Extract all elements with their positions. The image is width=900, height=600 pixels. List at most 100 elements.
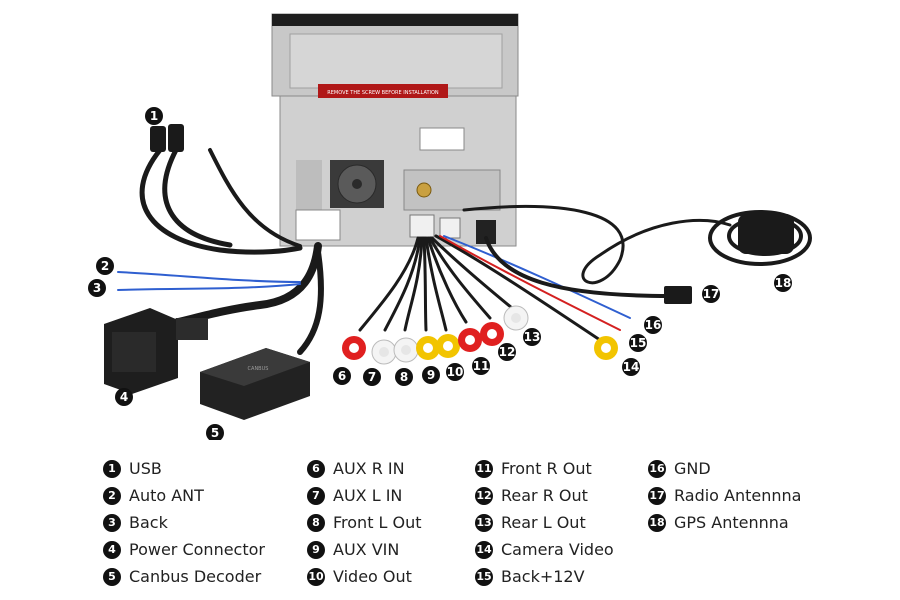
callout-12: 12 xyxy=(498,343,516,361)
legend-item: 1 USB xyxy=(103,455,265,482)
svg-text:4: 4 xyxy=(120,390,128,404)
callout-8: 8 xyxy=(395,368,413,386)
svg-text:14: 14 xyxy=(623,360,640,374)
legend-label: Camera Video xyxy=(501,540,614,559)
callout-2: 2 xyxy=(96,257,114,275)
svg-text:12: 12 xyxy=(499,345,516,359)
rca-plug-front-r-out xyxy=(458,328,482,352)
legend-label: GND xyxy=(674,459,711,478)
legend-number: 3 xyxy=(103,513,121,532)
svg-text:15: 15 xyxy=(630,336,647,350)
callout-13: 13 xyxy=(523,328,541,346)
legend-label: AUX L IN xyxy=(333,486,403,505)
svg-text:3: 3 xyxy=(93,281,101,295)
legend-item: 2 Auto ANT xyxy=(103,482,265,509)
legend-label: Front R Out xyxy=(501,459,592,478)
rca-plug-front-l-out xyxy=(393,337,419,363)
legend-number: 9 xyxy=(307,540,325,559)
wiring-diagram: REMOVE THE SCREW BEFORE INSTALLATION xyxy=(88,13,812,440)
rca-plug-rear-l-out xyxy=(503,305,529,331)
legend-item: 9 AUX VIN xyxy=(307,536,422,563)
legend-label: GPS Antennna xyxy=(674,513,789,532)
legend-number: 18 xyxy=(648,513,666,532)
rca-plug-aux-l-in xyxy=(371,339,397,365)
callout-10: 10 xyxy=(446,363,464,381)
legend-label: AUX R IN xyxy=(333,459,405,478)
svg-text:16: 16 xyxy=(645,318,662,332)
legend-label: Front L Out xyxy=(333,513,422,532)
legend-number: 13 xyxy=(475,513,493,532)
legend-label: Canbus Decoder xyxy=(129,567,262,586)
legend-item: 13 Rear L Out xyxy=(475,509,614,536)
rca-plug-rear-r-out xyxy=(480,322,504,346)
svg-text:9: 9 xyxy=(427,368,435,382)
legend-item: 3 Back xyxy=(103,509,265,536)
rca-plugs xyxy=(342,305,618,365)
legend-label: USB xyxy=(129,459,162,478)
callout-16: 16 xyxy=(644,316,662,334)
svg-text:10: 10 xyxy=(447,365,464,379)
legend-item: 6 AUX R IN xyxy=(307,455,422,482)
rca-plug-aux-r-in xyxy=(342,336,366,360)
svg-text:6: 6 xyxy=(338,369,346,383)
legend-label: Back xyxy=(129,513,168,532)
rca-plug-camera-video xyxy=(594,336,618,360)
legend-item: 10 Video Out xyxy=(307,563,422,590)
legend-label: Back+12V xyxy=(501,567,585,586)
rca-plug-aux-vin xyxy=(416,336,440,360)
legend-number: 16 xyxy=(648,459,666,478)
gps-antenna xyxy=(708,210,812,266)
callout-1: 1 xyxy=(145,107,163,125)
legend-number: 5 xyxy=(103,567,121,586)
power-connector xyxy=(104,308,208,394)
legend-number: 14 xyxy=(475,540,493,559)
legend-label: Rear R Out xyxy=(501,486,588,505)
legend-label: AUX VIN xyxy=(333,540,400,559)
legend-number: 6 xyxy=(307,459,325,478)
callout-15: 15 xyxy=(629,334,647,352)
legend-item: 11 Front R Out xyxy=(475,455,614,482)
svg-text:17: 17 xyxy=(703,287,720,301)
callout-6: 6 xyxy=(333,367,351,385)
legend-item: 5 Canbus Decoder xyxy=(103,563,265,590)
callout-9: 9 xyxy=(422,366,440,384)
legend-item: 16 GND xyxy=(648,455,801,482)
legend-item: 12 Rear R Out xyxy=(475,482,614,509)
legend-item: 7 AUX L IN xyxy=(307,482,422,509)
legend-number: 11 xyxy=(475,459,493,478)
legend-number: 17 xyxy=(648,486,666,505)
legend-label: Video Out xyxy=(333,567,412,586)
legend-number: 10 xyxy=(307,567,325,586)
legend-number: 7 xyxy=(307,486,325,505)
svg-text:5: 5 xyxy=(211,426,219,440)
callout-3: 3 xyxy=(88,279,106,297)
callout-11: 11 xyxy=(472,357,490,375)
warning-label xyxy=(318,84,448,98)
svg-text:7: 7 xyxy=(368,370,376,384)
decoder-label: CANBUS xyxy=(248,366,269,372)
svg-text:2: 2 xyxy=(101,259,109,273)
legend-label: Auto ANT xyxy=(129,486,204,505)
callout-14: 14 xyxy=(622,358,640,376)
legend-number: 2 xyxy=(103,486,121,505)
legend-number: 12 xyxy=(475,486,493,505)
svg-text:13: 13 xyxy=(524,330,541,344)
svg-text:18: 18 xyxy=(775,276,792,290)
legend-label: Rear L Out xyxy=(501,513,586,532)
legend-number: 1 xyxy=(103,459,121,478)
callout-badges: 1 2 3 4 5 6 7 8 9 10 11 12 13 14 15 16 1… xyxy=(88,107,792,440)
callout-4: 4 xyxy=(115,388,133,406)
warning-label-text: REMOVE THE SCREW BEFORE INSTALLATION xyxy=(327,90,439,96)
svg-text:11: 11 xyxy=(473,359,490,373)
svg-text:1: 1 xyxy=(150,109,158,123)
callout-7: 7 xyxy=(363,368,381,386)
callout-17: 17 xyxy=(702,285,720,303)
canbus-decoder: CANBUS xyxy=(200,348,310,420)
